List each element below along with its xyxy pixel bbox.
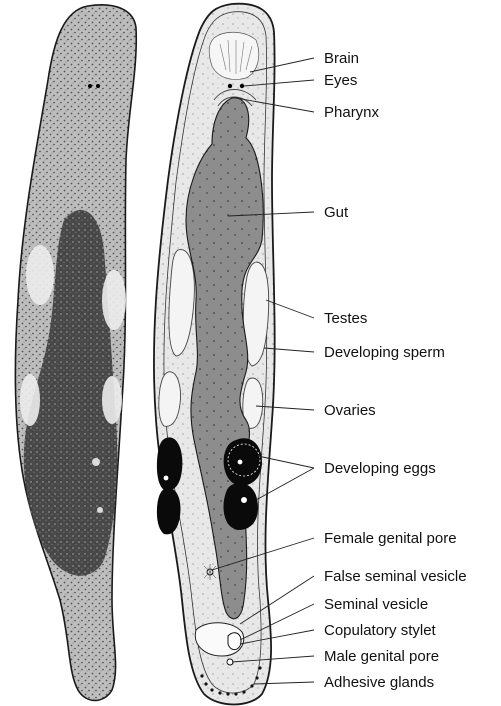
left-worm-eye <box>96 84 100 88</box>
left-worm-light-patch <box>26 245 54 305</box>
egg-nucleus <box>238 460 243 465</box>
label-copulatory-stylet: Copulatory stylet <box>324 622 437 639</box>
pigmented-worm-illustration <box>15 5 136 701</box>
left-worm-spot <box>92 458 100 466</box>
label-eyes: Eyes <box>324 72 357 89</box>
brain <box>209 32 259 79</box>
left-worm-light-patch <box>102 376 122 424</box>
left-worm-light-patch <box>20 374 40 426</box>
label-seminal-vesicle: Seminal vesicle <box>324 596 428 613</box>
label-brain: Brain <box>324 50 359 67</box>
labels: Brain Eyes Pharynx Gut Testes Developing… <box>324 50 467 691</box>
label-male-genital-pore: Male genital pore <box>324 648 439 665</box>
anatomy-worm-illustration <box>154 4 275 705</box>
eye <box>240 84 244 88</box>
egg-nucleus <box>164 476 169 481</box>
label-false-seminal-vesicle: False seminal vesicle <box>324 568 467 585</box>
label-adhesive-glands: Adhesive glands <box>324 674 434 691</box>
label-pharynx: Pharynx <box>324 104 380 121</box>
label-ovaries: Ovaries <box>324 402 376 419</box>
label-gut: Gut <box>324 204 349 221</box>
developing-egg-left-upper <box>157 437 182 490</box>
left-worm-light-patch <box>102 270 126 330</box>
eye <box>228 84 232 88</box>
left-worm-spot <box>97 507 103 513</box>
label-female-genital-pore: Female genital pore <box>324 530 457 547</box>
copulatory-stylet <box>228 633 241 650</box>
label-testes: Testes <box>324 310 367 327</box>
label-developing-eggs: Developing eggs <box>324 460 436 477</box>
developing-egg-right-lower <box>224 483 258 530</box>
egg-nucleus <box>241 497 247 503</box>
left-worm-eye <box>88 84 92 88</box>
developing-egg-right-upper <box>224 438 262 486</box>
label-developing-sperm: Developing sperm <box>324 344 445 361</box>
